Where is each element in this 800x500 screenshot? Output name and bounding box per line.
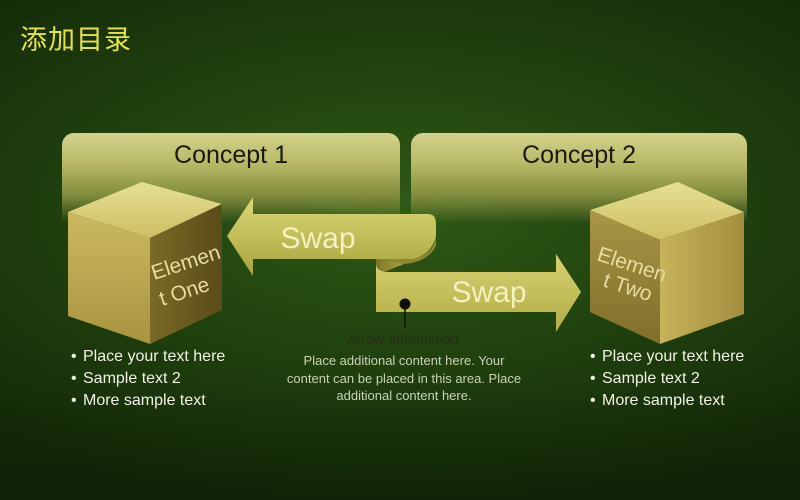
concept-1-bullet-list: Place your text here Sample text 2 More … xyxy=(71,346,231,412)
swap-left-label: Swap xyxy=(280,222,355,255)
swap-right-arrow xyxy=(376,254,581,332)
swap-ribbon-fold xyxy=(378,236,436,264)
concept-1-bullet-2: Sample text 2 xyxy=(71,368,231,389)
concept-2-bullet-1: Place your text here xyxy=(590,346,750,367)
concept-2-bullet-3: More sample text xyxy=(590,390,750,411)
concept-2-bullet-2: Sample text 2 xyxy=(590,368,750,389)
arrow-info-body: Place additional content here. Your cont… xyxy=(286,353,522,403)
slide-title: 添加目录 xyxy=(20,25,132,56)
concept-2-title: Concept 2 xyxy=(522,141,636,169)
concept-2-bullet-list: Place your text here Sample text 2 More … xyxy=(590,346,750,412)
element-two-cube: Elemen t Two xyxy=(590,182,744,344)
concept-1-bullet-1: Place your text here xyxy=(71,346,231,367)
element-one-cube: Elemen t One xyxy=(68,182,223,344)
swap-left-arrow xyxy=(227,197,436,276)
arrow-info-title: Arrow Information xyxy=(347,331,459,347)
concept-1-title: Concept 1 xyxy=(174,141,288,169)
concept-1-bullet-3: More sample text xyxy=(71,390,231,411)
swap-right-label: Swap xyxy=(451,276,526,309)
